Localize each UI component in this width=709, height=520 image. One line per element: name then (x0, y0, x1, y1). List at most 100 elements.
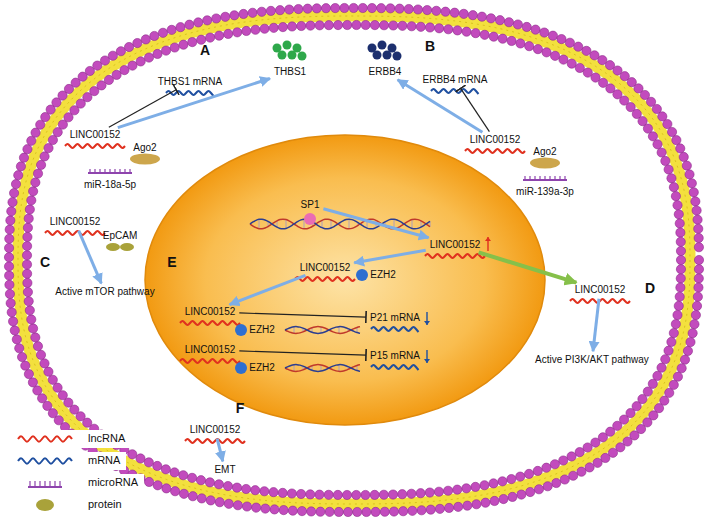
lipid-head (407, 489, 416, 498)
lipid-head (694, 255, 703, 264)
lipid-head (33, 169, 42, 178)
lipid-head (680, 355, 689, 364)
membrane-guide (27, 25, 681, 495)
dna-helix (285, 327, 360, 334)
lipid-head (188, 37, 197, 46)
lipid-head (285, 5, 294, 14)
lipid-head (444, 503, 453, 512)
lipid-head (343, 20, 352, 29)
lipid-head (685, 170, 694, 179)
node-text: LINC00152 (70, 129, 121, 141)
lipid-head (25, 306, 34, 315)
lipid-head (480, 481, 489, 490)
node-label: LINC00152 (48, 215, 103, 229)
lipid-head (472, 500, 481, 509)
lipid-head (688, 329, 697, 338)
legend-row: mRNA (10, 452, 126, 470)
lipid-head (261, 504, 270, 513)
node-label: LINC00152 (298, 261, 353, 275)
lipid-head (144, 53, 153, 62)
lipid-head (531, 25, 540, 34)
lipid-head (673, 372, 682, 381)
node-label: LINC00152 (428, 238, 483, 252)
node-label: EMT (212, 463, 237, 477)
lipid-head (349, 3, 358, 12)
lipid-head (4, 262, 13, 271)
lipid-head (361, 20, 370, 29)
lipid-head (663, 119, 672, 128)
lipid-head (677, 364, 686, 373)
lipid-head (321, 4, 330, 13)
node-label: EZH2 (368, 268, 398, 282)
lipid-head (187, 473, 196, 482)
lipid-head (16, 162, 25, 171)
lipid-head (490, 496, 499, 505)
legend-swatch (10, 430, 80, 448)
node-label: LINC00152 (183, 305, 238, 319)
lipid-head (441, 7, 450, 16)
lipid-head (212, 14, 221, 23)
cell-membrane (4, 3, 703, 516)
lipid-head (540, 28, 549, 37)
lipid-head (153, 481, 162, 490)
lipid-head (416, 22, 425, 31)
lipid-head (251, 486, 260, 495)
lipid-head (522, 22, 531, 31)
lipid-head (260, 24, 269, 33)
lipid-head (550, 51, 559, 60)
lipid-head (667, 337, 676, 346)
node-label: miR-139a-3p (514, 185, 576, 199)
thbs1-protein (283, 41, 292, 50)
lipid-head (370, 490, 379, 499)
lipid-head (443, 486, 452, 495)
lipid-head (676, 255, 685, 264)
lipid-head (31, 128, 40, 137)
node-label: LINC00152 (188, 423, 243, 437)
ezh2-protein (235, 362, 247, 374)
node-text: THBS1 (274, 66, 306, 78)
lipid-head (533, 466, 542, 475)
lipid-head (687, 179, 696, 188)
lipid-head (417, 506, 426, 515)
lipid-head (23, 241, 32, 250)
lipid-head (693, 292, 702, 301)
lipid-head (179, 471, 188, 480)
lipid-head (10, 326, 19, 335)
lipid-head (170, 43, 179, 52)
lipid-head (672, 136, 681, 145)
lipid-head (693, 215, 702, 224)
lipid-head (565, 38, 574, 47)
node-text: Active mTOR pathway (55, 286, 154, 298)
lipid-head (7, 207, 16, 216)
node-text: LINC00152 (575, 284, 626, 296)
lipid-head (524, 469, 533, 478)
lipid-head (548, 31, 557, 40)
lipid-head (44, 367, 53, 376)
panel-letter: D (645, 280, 655, 296)
node-text: ERBB4 (369, 66, 402, 78)
lipid-head (145, 477, 154, 486)
lipid-head (667, 174, 676, 183)
epcam-protein (120, 243, 134, 251)
lipid-head (486, 14, 495, 23)
lipid-head (8, 198, 17, 207)
lipid-head (287, 489, 296, 498)
node-label: Active mTOR pathway (53, 285, 156, 299)
lipid-head (691, 310, 700, 319)
lipid-head (343, 507, 352, 516)
lipid-head (550, 460, 559, 469)
lipid-head (24, 297, 33, 306)
down-arrow (424, 312, 430, 325)
lipid-head (593, 458, 602, 467)
node-label: SP1 (299, 198, 322, 212)
legend-swatch (10, 452, 80, 470)
mrna-strand (431, 89, 479, 94)
lipid-head (454, 502, 463, 511)
lipid-head (444, 25, 453, 34)
lipid-head (224, 29, 233, 38)
legend-row: microRNA (10, 474, 144, 492)
lipid-head (504, 18, 513, 27)
lipid-head (657, 363, 666, 372)
lipid-head (416, 489, 425, 498)
lipid-head (24, 370, 33, 379)
